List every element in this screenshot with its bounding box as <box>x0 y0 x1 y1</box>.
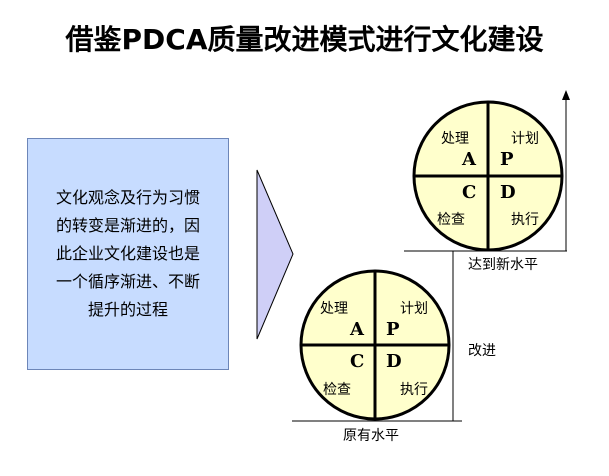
original-level-label: 原有水平 <box>343 428 399 444</box>
description-text: 文化观念及行为习惯的转变是渐进的，因此企业文化建设也是一个循序渐进、不断提升的过… <box>55 188 200 319</box>
lower-letter-c: C <box>350 351 365 372</box>
lower-do-label: 执行 <box>400 382 428 398</box>
upper-plan-label: 计划 <box>511 131 539 147</box>
upper-act-label: 处理 <box>441 131 469 147</box>
lower-check-label: 检查 <box>323 382 351 398</box>
lower-letter-d: D <box>386 351 402 372</box>
new-level-label: 达到新水平 <box>468 257 538 273</box>
upper-letter-p: P <box>500 149 514 170</box>
improve-label: 改进 <box>468 343 496 359</box>
upper-letter-a: A <box>462 149 476 170</box>
upper-check-label: 检查 <box>437 212 465 228</box>
lower-plan-label: 计划 <box>400 301 428 317</box>
description-box: 文化观念及行为习惯的转变是渐进的，因此企业文化建设也是一个循序渐进、不断提升的过… <box>27 138 229 370</box>
transition-wedge <box>256 169 294 340</box>
progress-arrowhead <box>562 90 570 100</box>
lower-letter-p: P <box>386 319 400 340</box>
page-title: 借鉴PDCA质量改进模式进行文化建设 <box>65 23 544 56</box>
lower-letter-a: A <box>350 319 364 340</box>
upper-letter-d: D <box>500 182 516 203</box>
upper-do-label: 执行 <box>511 212 539 228</box>
upper-letter-c: C <box>462 182 477 203</box>
lower-act-label: 处理 <box>320 301 348 317</box>
